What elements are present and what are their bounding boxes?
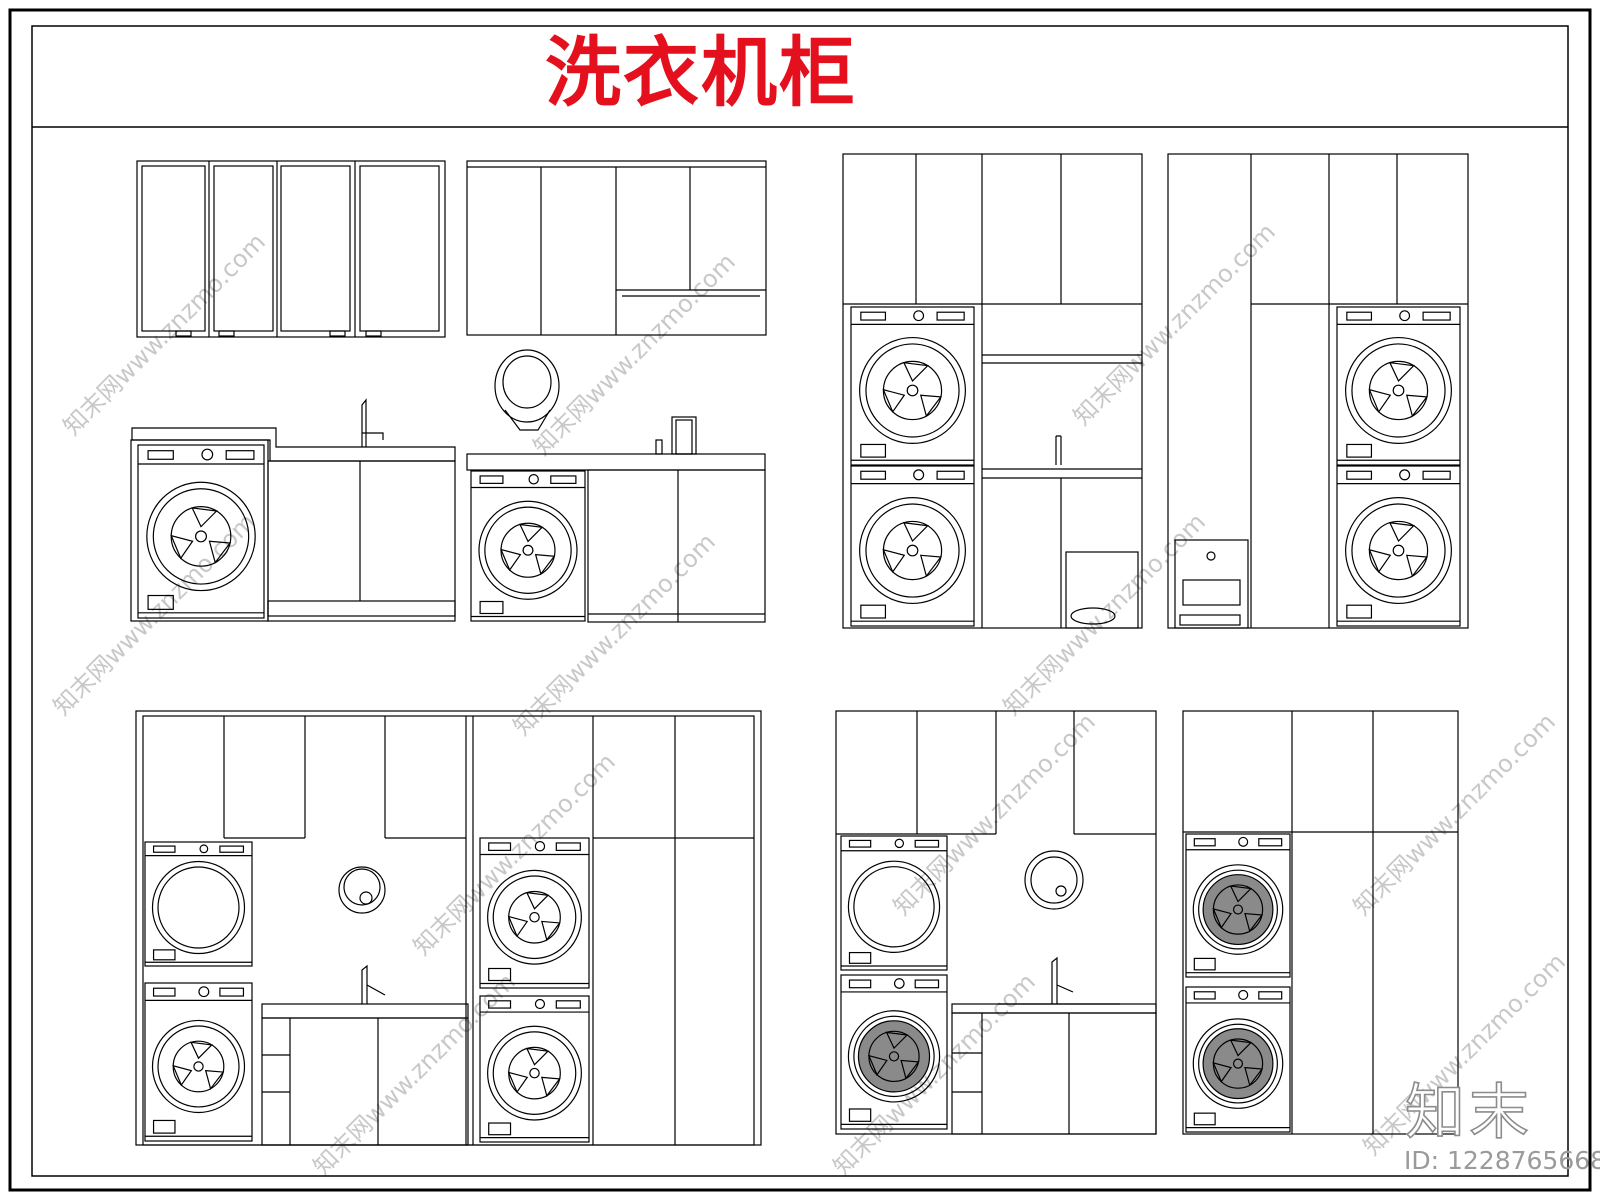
- laundry-wall-d: [1182, 710, 1459, 1135]
- washing-machine-icon: [1185, 986, 1291, 1133]
- sheet-title: 洗衣机柜: [545, 28, 857, 117]
- washing-machine-icon: [850, 465, 975, 627]
- id-label: ID: 1228765668: [1404, 1146, 1600, 1175]
- washing-machine-icon: [470, 470, 586, 622]
- washing-machine-icon: [479, 995, 590, 1143]
- laundry-wall-c: [835, 710, 1157, 1135]
- tall-stacked-unit-a: [842, 153, 1143, 629]
- watermark-text: 知末网www.znzmo.com: [58, 228, 271, 441]
- watermark-text: 知末网www.znzmo.com: [308, 968, 521, 1181]
- watermark-text: 知末网www.znzmo.com: [828, 968, 1041, 1181]
- washing-machine-icon: [1336, 465, 1461, 627]
- watermark-text: 知末网www.znzmo.com: [508, 528, 721, 741]
- washing-machine-icon: [840, 974, 948, 1130]
- watermark-text: 知末网www.znzmo.com: [528, 248, 741, 461]
- washing-machine-icon: [850, 306, 975, 466]
- washing-machine-icon: [1185, 833, 1291, 978]
- washer-layer: [137, 306, 1461, 1143]
- round-mirror-icon: [494, 349, 560, 431]
- brand-mark: 知末: [1404, 1077, 1533, 1149]
- watermark-text: 知末网www.znzmo.com: [48, 508, 261, 721]
- sheet-frame: [8, 8, 1592, 1192]
- upper-flat-cabinets: [466, 160, 767, 336]
- upper-glass-cabinets: [136, 160, 446, 338]
- watermark-text: 知末网www.znzmo.com: [1348, 708, 1561, 921]
- washing-machine-icon: [1336, 306, 1461, 466]
- washing-machine-icon: [144, 841, 253, 967]
- watermark-text: 知末网www.znzmo.com: [1068, 218, 1281, 431]
- tall-stacked-unit-b: [1167, 153, 1469, 629]
- watermark-text: 知末网www.znzmo.com: [888, 708, 1101, 921]
- washing-machine-icon: [479, 837, 590, 989]
- washing-machine-icon: [840, 835, 948, 971]
- washing-machine-icon: [137, 444, 265, 619]
- washer-sink-cabinet-a: [130, 398, 456, 622]
- washing-machine-icon: [144, 982, 253, 1142]
- washer-sink-cabinet-b: [466, 416, 766, 623]
- watermark-layer: 知末网www.znzmo.com 知末网www.znzmo.com 知末网www.z…: [48, 218, 1571, 1181]
- wide-laundry-wall: [135, 710, 762, 1146]
